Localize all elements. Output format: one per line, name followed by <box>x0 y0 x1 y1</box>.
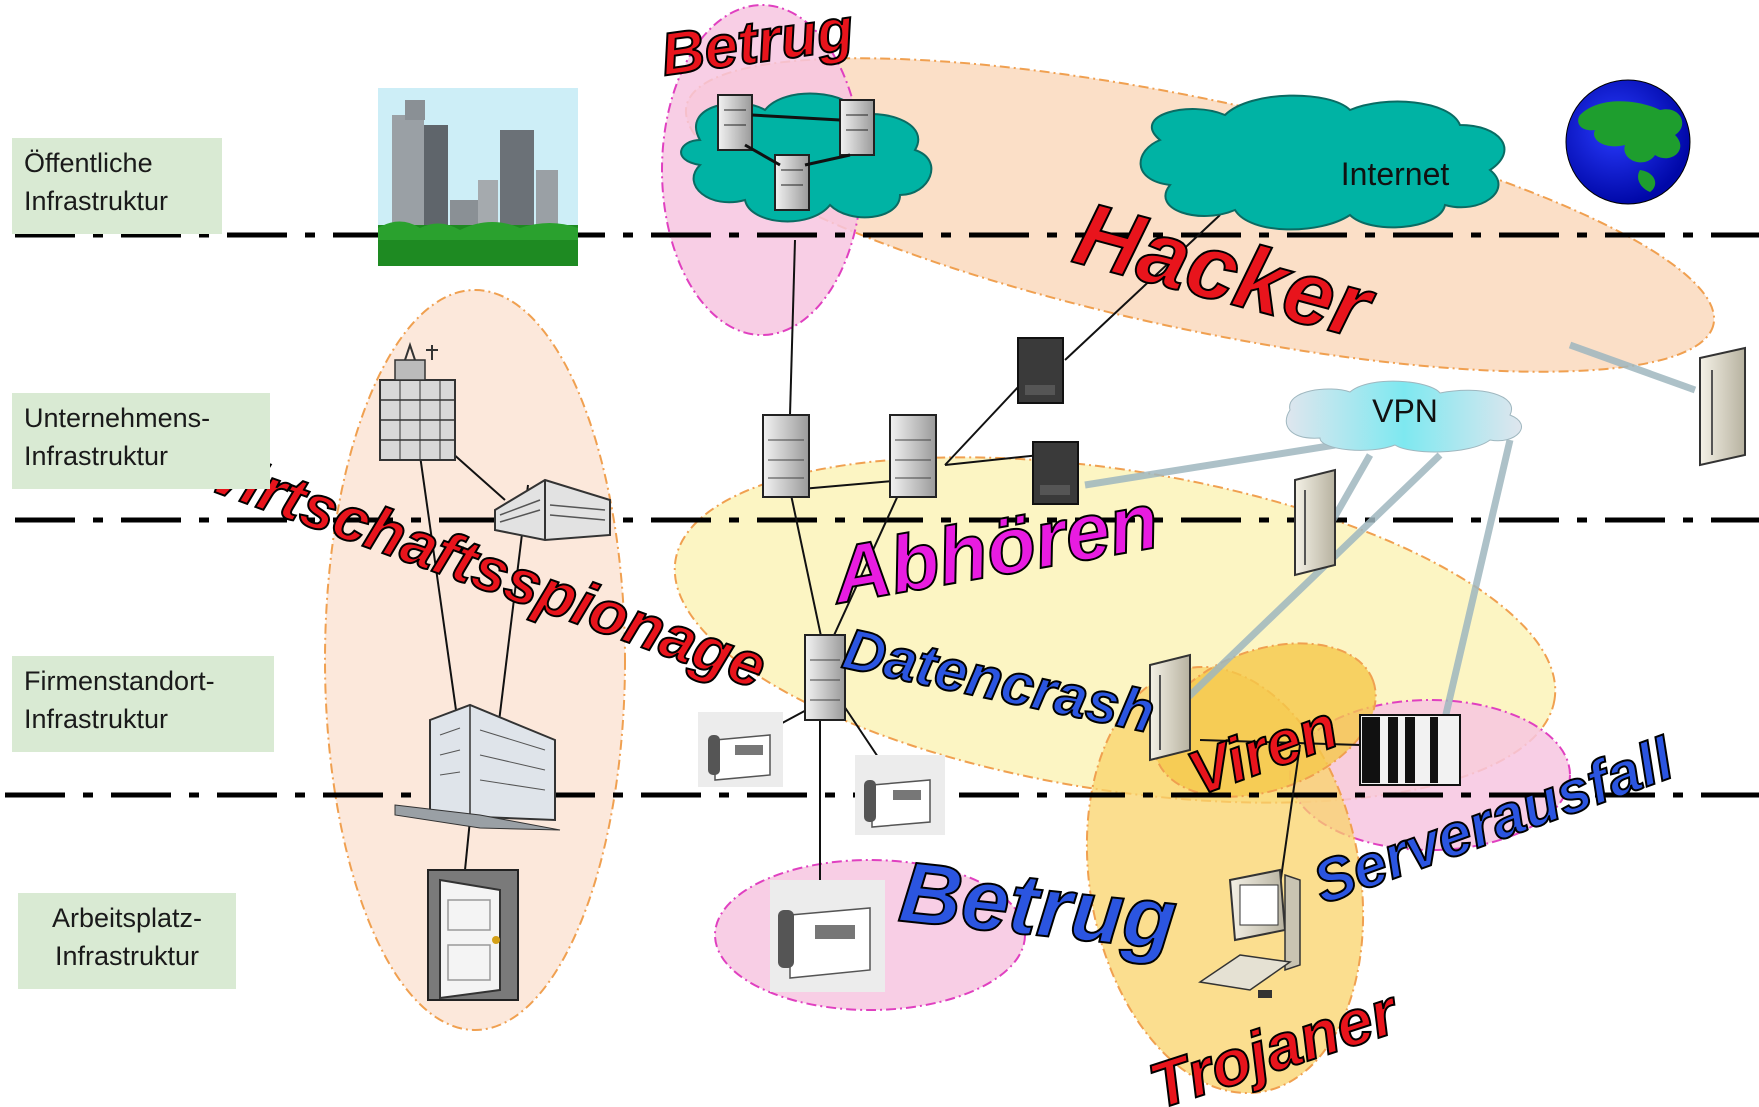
company-server-2-icon <box>889 414 937 498</box>
internet-label: Internet <box>1341 156 1450 192</box>
firewall-server-icon <box>1017 337 1064 404</box>
layer-label-workplace: Arbeitsplatz- Infrastruktur <box>18 893 236 989</box>
layer-label-workplace-line1: Arbeitsplatz- <box>51 903 203 933</box>
site-tower-icon <box>1149 653 1191 762</box>
viren-zone <box>1153 642 1377 798</box>
layer-label-company-line1: Unternehmens- <box>24 403 211 433</box>
city-skyline-icon <box>378 88 578 266</box>
layer-label-public: Öffentliche Infrastruktur <box>12 138 222 234</box>
vpn-cloud: VPN <box>1285 380 1522 453</box>
workstation-computer-icon <box>1198 868 1301 998</box>
globe-icon <box>1565 79 1691 205</box>
door-icon <box>427 869 519 1001</box>
backbone-server-left-icon <box>717 94 753 151</box>
site-server-icon <box>804 634 846 721</box>
zones <box>324 4 1716 1095</box>
remote-tower-right-icon <box>1699 346 1746 467</box>
telephone-1-icon <box>698 712 783 787</box>
telephone-2-icon <box>855 755 945 835</box>
layer-label-site-line2: Infrastruktur <box>24 704 169 734</box>
backbone-server-bottom-icon <box>774 154 810 211</box>
vpn-label: VPN <box>1372 393 1438 429</box>
layer-label-workplace-line2: Infrastruktur <box>54 941 200 971</box>
headquarters-building-icon <box>379 341 456 461</box>
company-server-1-icon <box>762 414 810 498</box>
remote-tower-middle-icon <box>1294 468 1336 577</box>
layer-label-site: Firmenstandort- Infrastruktur <box>12 656 274 752</box>
backbone-server-right-icon <box>839 99 875 156</box>
layer-label-company: Unternehmens- Infrastruktur <box>12 393 270 489</box>
mainframe-icon <box>1359 714 1461 786</box>
layer-label-public-line2: Infrastruktur <box>24 186 169 216</box>
internet-cloud: Internet <box>1139 94 1506 231</box>
layer-label-site-line1: Firmenstandort- <box>24 666 215 696</box>
telephone-3-icon <box>770 880 885 992</box>
layer-label-company-line2: Infrastruktur <box>24 441 169 471</box>
backbone-links <box>744 113 851 167</box>
office-building-icon <box>494 478 611 542</box>
layer-label-public-line1: Öffentliche <box>24 148 153 178</box>
wirtschaftsspionage-zone <box>324 289 626 1031</box>
vpn-links <box>1084 341 1697 741</box>
high-rise-office-icon <box>394 703 561 831</box>
vpn-gateway-icon <box>1032 441 1079 505</box>
